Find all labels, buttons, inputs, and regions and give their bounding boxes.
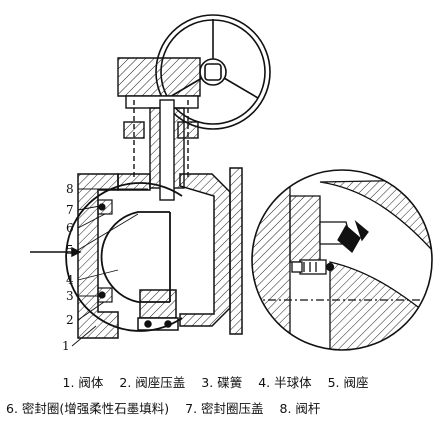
callout-numbers: 8 7 6 5 4 3 2 1 <box>62 182 74 353</box>
legend-line-1: 1. 阀体 2. 阀座压盖 3. 碟簧 4. 半球体 5. 阀座 <box>0 372 443 391</box>
valve-assembly-drawing: 8 7 6 5 4 3 2 1 <box>30 14 433 353</box>
half-ball <box>65 182 183 332</box>
legend-item-valve-stem: 8. 阀杆 <box>279 401 321 416</box>
legend-item-disc-spring: 3. 碟簧 <box>201 375 243 390</box>
callout-3: 3 <box>66 289 74 303</box>
legend-item-seat-gland: 2. 阀座压盖 <box>119 375 186 390</box>
callout-1: 1 <box>62 339 70 353</box>
callout-7: 7 <box>66 203 74 217</box>
callout-8: 8 <box>66 182 74 196</box>
valve-body <box>77 167 243 339</box>
callout-2: 2 <box>66 313 74 327</box>
handwheel <box>155 14 271 130</box>
seat-ring <box>97 199 113 303</box>
legend-item-valve-seat: 5. 阀座 <box>327 375 369 390</box>
callout-5: 5 <box>66 243 74 257</box>
legend-line-2: 6. 密封圈(增强柔性石墨填料) 7. 密封圈压盖 8. 阀杆 <box>6 398 443 417</box>
legend-item-valve-body: 1. 阀体 <box>62 375 104 390</box>
legend-item-half-ball: 4. 半球体 <box>258 375 312 390</box>
detail-view <box>251 169 433 351</box>
flow-arrow <box>30 246 82 258</box>
callout-leaders <box>71 188 148 347</box>
legend-item-seal-ring: 6. 密封圈(增强柔性石墨填料) <box>6 401 170 416</box>
callout-4: 4 <box>66 273 74 287</box>
legend-item-seal-gland: 7. 密封圈压盖 <box>185 401 264 416</box>
gearbox <box>117 57 201 201</box>
callout-6: 6 <box>66 221 74 235</box>
